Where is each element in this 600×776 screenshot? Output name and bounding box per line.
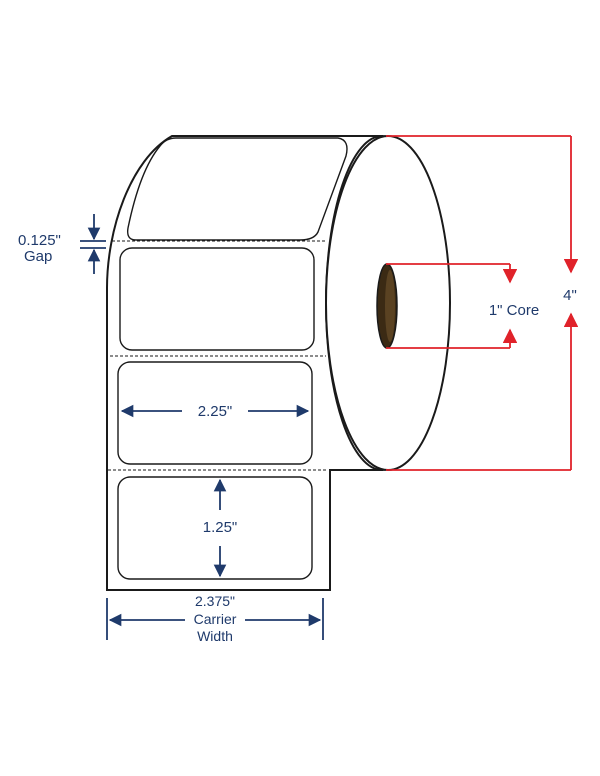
top-wrapped-label bbox=[126, 137, 348, 241]
carrier-word2-text: Width bbox=[197, 628, 233, 644]
label-width-text: 2.25" bbox=[198, 403, 233, 420]
carrier-value-text: 2.375" bbox=[195, 593, 235, 609]
label-3 bbox=[117, 476, 313, 580]
roll-diameter-dimension bbox=[386, 135, 579, 471]
gap-value-text: 0.125" bbox=[18, 232, 61, 249]
carrier-word1-text: Carrier bbox=[194, 611, 237, 627]
label-2 bbox=[117, 361, 313, 465]
gap-lines bbox=[108, 240, 326, 471]
label-height-text: 1.25" bbox=[203, 519, 238, 536]
roll-diameter-text: 4" bbox=[563, 287, 577, 304]
core-text: 1" Core bbox=[489, 302, 539, 319]
core-dimension bbox=[386, 263, 518, 349]
gap-word-text: Gap bbox=[24, 248, 52, 265]
core-inner bbox=[385, 270, 395, 342]
carrier-width-dimension bbox=[106, 598, 324, 640]
labels bbox=[117, 247, 315, 580]
label-1 bbox=[119, 247, 315, 351]
gap-dimension bbox=[80, 214, 106, 274]
